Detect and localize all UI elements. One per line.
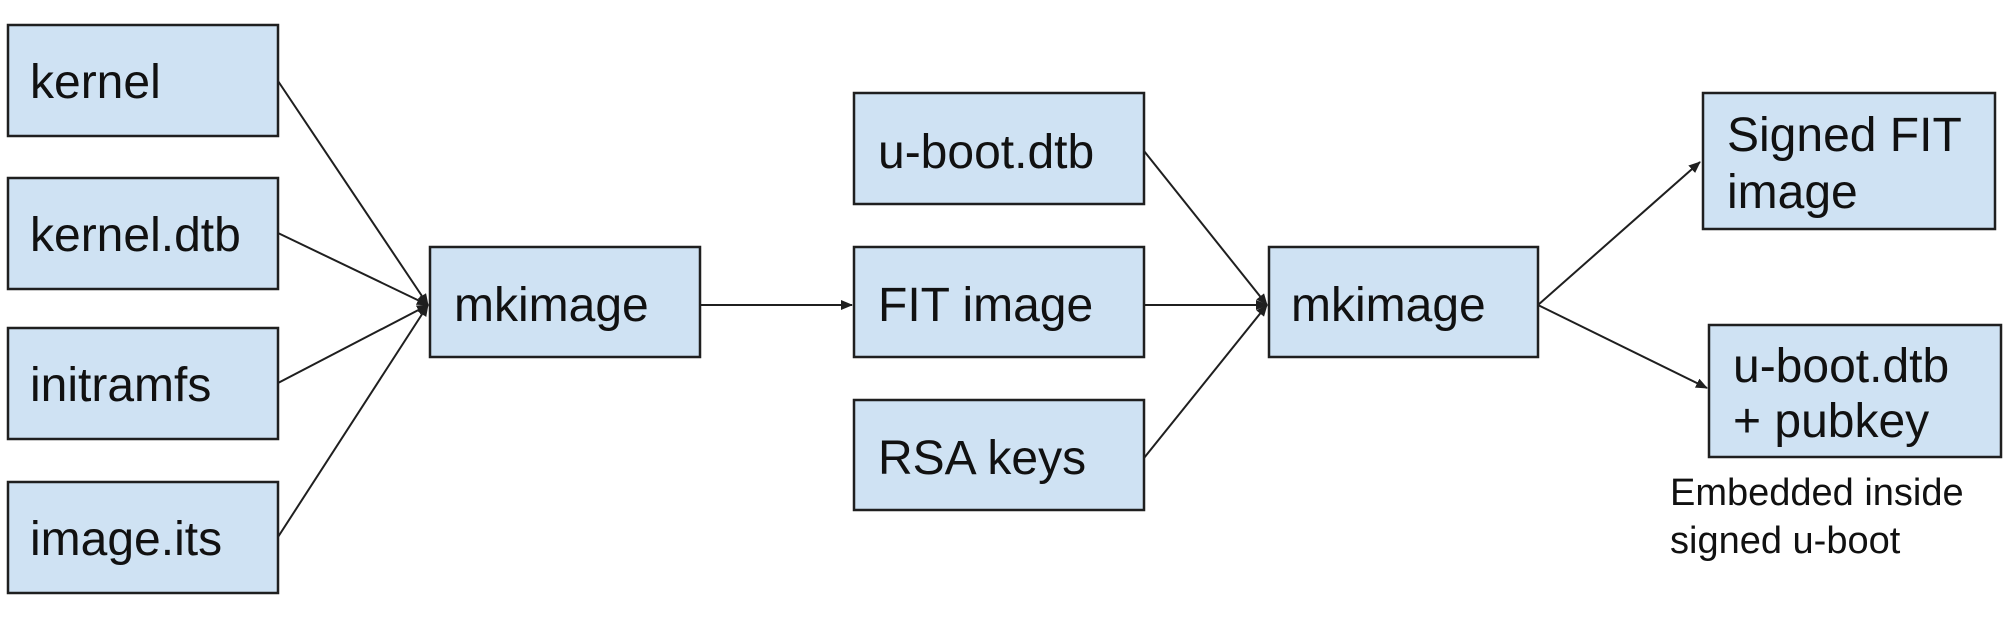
node-mkimage-1-label: mkimage — [454, 279, 649, 332]
node-uboot-dtb-pubkey-box — [1707, 323, 2003, 459]
node-initramfs-box — [6, 326, 280, 441]
node-fit-image: FIT image — [852, 245, 1146, 359]
node-mkimage-1-box — [428, 245, 702, 359]
edge-uboot-dtb-to-mkimage — [1143, 150, 1268, 306]
node-kernel-dtb: kernel.dtb — [6, 176, 280, 291]
node-uboot-dtb-label: u-boot.dtb — [878, 126, 1094, 179]
edge-kernel-dtb-to-mkimage — [277, 232, 429, 306]
node-uboot-dtb-box — [852, 91, 1146, 206]
node-kernel-dtb-label: kernel.dtb — [30, 209, 241, 262]
node-image-its-box — [6, 480, 280, 595]
node-kernel-dtb-box — [6, 176, 280, 291]
node-initramfs-label: initramfs — [30, 359, 211, 412]
node-uboot-dtb-pubkey: u-boot.dtb + pubkey — [1707, 323, 2003, 459]
node-kernel: kernel — [6, 23, 280, 138]
node-rsa-keys-label: RSA keys — [878, 432, 1086, 485]
edge-mkimage-to-uboot-dtb-pubkey — [1537, 304, 1708, 389]
node-fit-image-label: FIT image — [878, 279, 1093, 332]
node-image-its: image.its — [6, 480, 280, 595]
node-mkimage-2: mkimage — [1267, 245, 1540, 359]
embedded-note-line1: Embedded inside — [1670, 472, 1964, 514]
edge-kernel-to-mkimage — [277, 80, 429, 306]
edge-initramfs-to-mkimage — [277, 304, 429, 384]
node-uboot-dtb-pubkey-line1: u-boot.dtb — [1733, 340, 1949, 393]
node-signed-fit-image-box — [1701, 91, 1997, 231]
edges — [277, 80, 1708, 538]
node-image-its-label: image.its — [30, 513, 222, 566]
node-signed-fit-image-line2: image — [1727, 166, 1858, 219]
node-mkimage-1: mkimage — [428, 245, 702, 359]
node-signed-fit-image: Signed FIT image — [1701, 91, 1997, 231]
node-initramfs: initramfs — [6, 326, 280, 441]
node-kernel-label: kernel — [30, 56, 161, 109]
edge-rsa-keys-to-mkimage — [1143, 304, 1268, 459]
edge-mkimage-to-signed-fit — [1537, 161, 1701, 306]
node-signed-fit-image-line1: Signed FIT — [1727, 109, 1962, 162]
node-uboot-dtb-pubkey-line2: + pubkey — [1733, 395, 1929, 448]
node-kernel-box — [6, 23, 280, 138]
node-uboot-dtb: u-boot.dtb — [852, 91, 1146, 206]
node-fit-image-box — [852, 245, 1146, 359]
embedded-note: Embedded inside signed u-boot — [1670, 472, 1964, 562]
edge-image-its-to-mkimage — [277, 304, 429, 538]
node-mkimage-2-label: mkimage — [1291, 279, 1486, 332]
embedded-note-line2: signed u-boot — [1670, 520, 1901, 562]
node-rsa-keys: RSA keys — [852, 398, 1146, 512]
node-rsa-keys-box — [852, 398, 1146, 512]
node-mkimage-2-box — [1267, 245, 1540, 359]
